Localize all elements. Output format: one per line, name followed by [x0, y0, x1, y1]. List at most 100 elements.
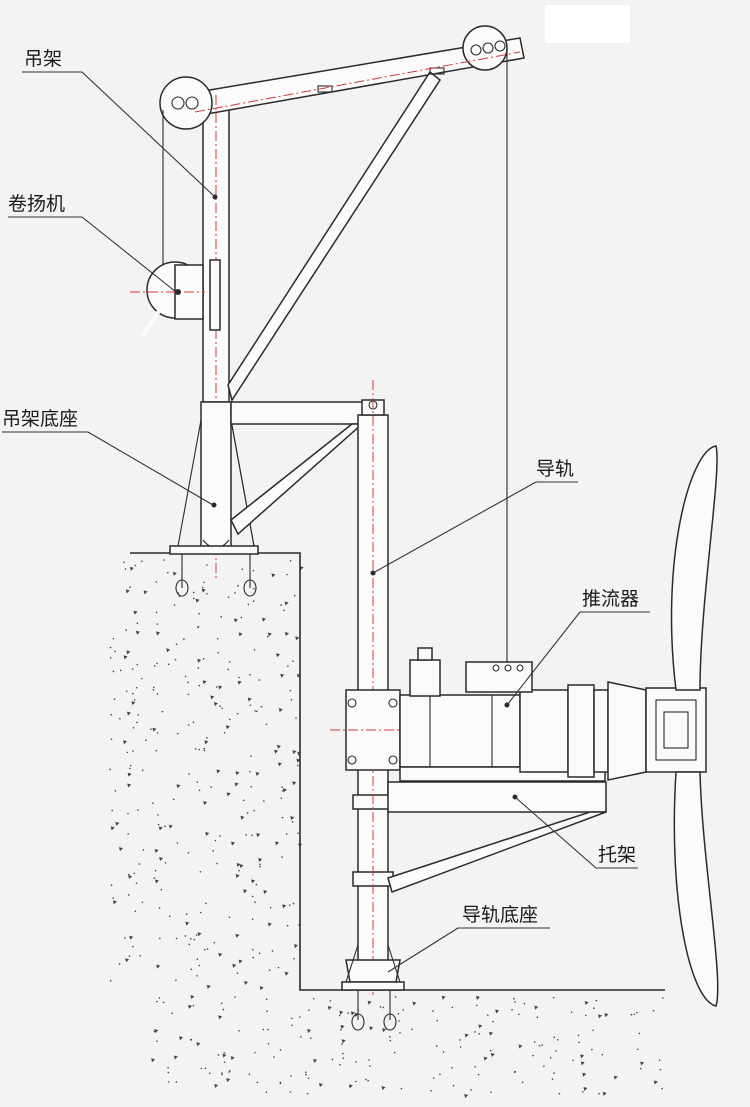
concrete-speck — [128, 875, 133, 880]
concrete-speck — [137, 809, 139, 811]
concrete-speck — [198, 612, 200, 615]
concrete-speck — [262, 1028, 265, 1031]
concrete-speck — [355, 1061, 357, 1063]
concrete-speck — [280, 797, 283, 800]
concrete-speck — [478, 1024, 483, 1029]
concrete-speck — [381, 1086, 386, 1091]
concrete-speck — [585, 1014, 587, 1017]
concrete-speck — [287, 665, 289, 667]
concrete-speck — [399, 1031, 401, 1034]
concrete-speck — [295, 717, 297, 719]
concrete-speck — [293, 957, 295, 960]
concrete-speck — [291, 1024, 293, 1027]
concrete-speck — [114, 790, 117, 792]
concrete-speck — [125, 629, 127, 631]
concrete-speck — [400, 1087, 403, 1090]
concrete-speck — [298, 1016, 301, 1018]
concrete-speck — [124, 937, 126, 939]
concrete-speck — [124, 568, 127, 570]
concrete-speck — [238, 959, 243, 964]
label-winch: 卷扬机 — [8, 193, 65, 215]
concrete-speck — [511, 1009, 513, 1011]
concrete-speck — [206, 737, 208, 739]
concrete-speck — [200, 1067, 203, 1070]
concrete-speck — [238, 676, 240, 679]
concrete-speck — [653, 1080, 658, 1085]
concrete-speck — [152, 686, 155, 689]
concrete-speck — [256, 833, 261, 838]
concrete-speck — [661, 1087, 663, 1090]
concrete-speck — [133, 610, 138, 615]
concrete-speck — [267, 922, 272, 927]
concrete-speck — [247, 603, 250, 606]
concrete-speck — [265, 723, 268, 726]
concrete-speck — [203, 747, 205, 750]
concrete-speck — [123, 740, 128, 745]
concrete-speck — [513, 997, 515, 1000]
concrete-speck — [230, 1056, 235, 1061]
concrete-speck — [123, 655, 128, 660]
concrete-speck — [389, 1036, 391, 1038]
concrete-speck — [241, 568, 244, 570]
concrete-speck — [129, 566, 134, 571]
concrete-speck — [290, 1017, 293, 1020]
guide-rail — [352, 380, 394, 995]
concrete-speck — [297, 751, 302, 756]
concrete-speck — [217, 1054, 220, 1056]
concrete-speck — [536, 1016, 539, 1019]
concrete-speck — [183, 638, 185, 640]
concrete-speck — [291, 821, 294, 823]
concrete-speck — [154, 848, 159, 853]
concrete-speck — [307, 1077, 310, 1079]
concrete-speck — [188, 1004, 193, 1009]
concrete-speck — [298, 843, 303, 848]
concrete-speck — [289, 559, 292, 562]
concrete-speck — [198, 748, 200, 751]
concrete-speck — [119, 669, 122, 672]
concrete-speck — [162, 1001, 165, 1004]
label-guide-rail: 导轨 — [536, 458, 574, 480]
concrete-speck — [160, 888, 163, 891]
concrete-speck — [551, 1078, 554, 1080]
concrete-speck — [198, 684, 201, 687]
concrete-speck — [439, 1073, 441, 1076]
concrete-speck — [253, 587, 255, 590]
concrete-speck — [347, 1012, 350, 1014]
concrete-speck — [153, 877, 156, 879]
concrete-speck — [137, 714, 140, 716]
concrete-speck — [118, 963, 121, 965]
concrete-speck — [236, 712, 239, 715]
concrete-speck — [219, 835, 221, 837]
concrete-speck — [192, 591, 195, 594]
concrete-speck — [474, 1031, 476, 1033]
concrete-speck — [228, 916, 231, 919]
concrete-speck — [112, 637, 115, 640]
concrete-speck — [636, 1048, 639, 1051]
concrete-speck — [452, 1084, 455, 1087]
concrete-speck — [604, 1013, 609, 1018]
concrete-speck — [367, 1079, 369, 1082]
concrete-speck — [150, 728, 152, 731]
concrete-speck — [393, 1051, 396, 1054]
concrete-speck — [119, 717, 121, 720]
concrete-speck — [242, 799, 245, 802]
concrete-speck — [451, 1006, 454, 1009]
concrete-speck — [129, 586, 131, 589]
concrete-speck — [197, 667, 200, 669]
concrete-speck — [252, 569, 255, 572]
concrete-speck — [201, 588, 206, 593]
concrete-speck — [253, 648, 256, 651]
concrete-speck — [217, 651, 219, 654]
concrete-speck — [110, 738, 113, 741]
concrete-speck — [258, 858, 263, 863]
concrete-speck — [154, 1029, 159, 1034]
concrete-speck — [164, 825, 166, 828]
concrete-speck — [135, 882, 138, 885]
concrete-speck — [112, 900, 117, 905]
concrete-speck — [110, 826, 115, 831]
concrete-speck — [188, 943, 191, 946]
concrete-speck — [296, 673, 301, 678]
concrete-speck — [176, 784, 181, 789]
concrete-speck — [541, 1044, 543, 1046]
concrete-speck — [339, 1010, 344, 1015]
